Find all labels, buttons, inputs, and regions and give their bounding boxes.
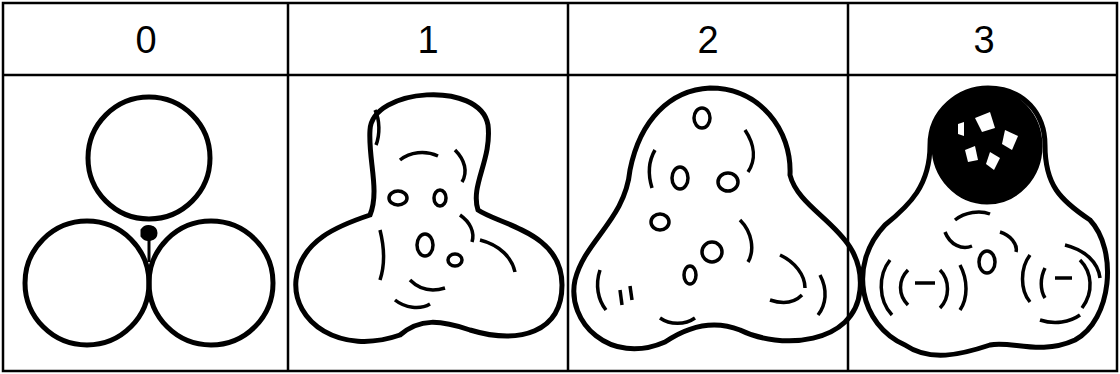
stage-number: 2 — [697, 21, 718, 59]
table-grid — [3, 3, 1117, 371]
stage-number: 1 — [417, 21, 438, 59]
stage-1-particles — [296, 95, 562, 342]
stage-number: 3 — [973, 21, 994, 59]
stage-2-particles — [574, 88, 861, 349]
stage-0-particles — [25, 97, 273, 345]
stage-3-particles — [863, 88, 1108, 355]
stage-number: 0 — [135, 21, 156, 59]
